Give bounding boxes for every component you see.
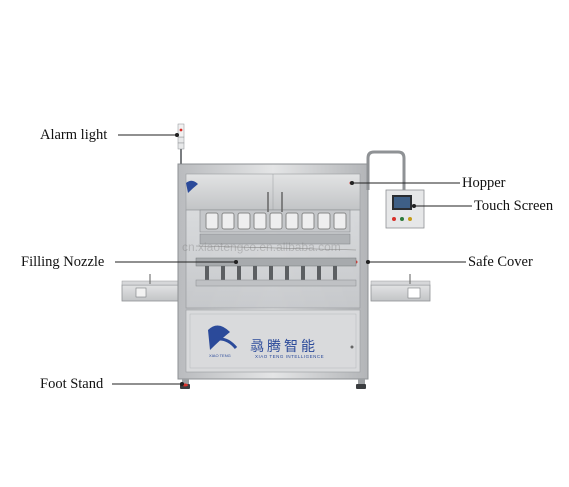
pump-cylinders xyxy=(199,192,351,245)
brand-chinese-name: 骉腾智能 xyxy=(250,339,318,355)
conveyor-left xyxy=(121,284,185,302)
label-foot-stand: Foot Stand xyxy=(40,376,104,392)
label-alarm-light: Alarm light xyxy=(40,127,108,143)
watermark: cn.xiaotengco.en.alibaba.com xyxy=(182,240,341,254)
brand-logo-subtext: XIAO TENG xyxy=(209,353,231,358)
brand-logo xyxy=(186,180,238,350)
touch-screen-arm xyxy=(366,150,425,229)
label-safe-cover: Safe Cover xyxy=(468,254,533,270)
alarm-light xyxy=(177,123,185,164)
filling-nozzles xyxy=(195,245,357,287)
label-touch-screen: Touch Screen xyxy=(474,198,554,214)
conveyor xyxy=(121,274,431,302)
label-filling-nozzle: Filling Nozzle xyxy=(21,254,105,270)
brand-english-name: XIAO TENG INTELLIGENCE xyxy=(255,354,325,359)
foot-stands xyxy=(180,379,366,389)
label-hopper: Hopper xyxy=(462,175,506,191)
leader-lines xyxy=(112,132,472,387)
conveyor-right xyxy=(370,284,431,302)
